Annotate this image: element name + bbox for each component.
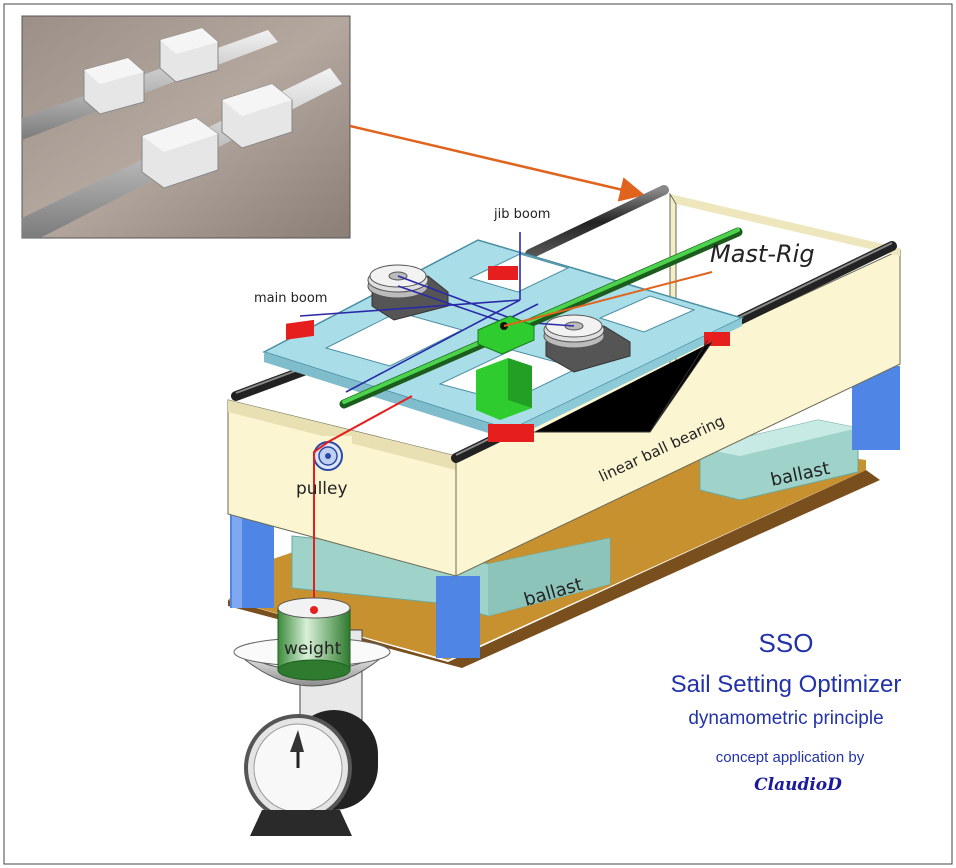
bearing-block — [221, 83, 293, 149]
bearing-leaders — [534, 339, 713, 433]
bearing-front-left — [286, 319, 314, 340]
load-cord — [313, 395, 413, 612]
label-weight: weight — [284, 639, 342, 659]
bearing-block — [159, 27, 219, 83]
caption-name: Sail Setting Optimizer — [671, 671, 902, 698]
rail-back — [525, 185, 669, 259]
leg-front-right — [436, 576, 480, 658]
caption-acronym: SSO — [759, 628, 814, 658]
label-pulley: pulley — [296, 479, 348, 499]
photo-to-rail-arrow — [349, 124, 645, 202]
bearing-back-right — [704, 332, 730, 346]
pulley — [313, 436, 352, 471]
caption-credit: concept application by — [716, 749, 865, 766]
caption-principle: dynamometric principle — [688, 708, 883, 729]
label-jib-boom: jib boom — [493, 207, 550, 222]
rail-photo-inset — [21, 15, 351, 239]
mast-rig-leader — [503, 271, 713, 327]
label-main-boom: main boom — [254, 291, 327, 306]
label-mast-rig: Mast-Rig — [710, 240, 815, 268]
caption-author: ClaudioD — [754, 775, 842, 795]
winch-drum-front — [543, 314, 631, 373]
bearing-block — [141, 117, 219, 189]
kitchen-scale — [233, 629, 391, 836]
bearing-front-right — [488, 424, 534, 442]
bearing-block — [83, 57, 145, 115]
weight-cylinder — [277, 597, 351, 681]
bearing-back-left — [488, 266, 518, 280]
mast-post — [476, 358, 532, 420]
